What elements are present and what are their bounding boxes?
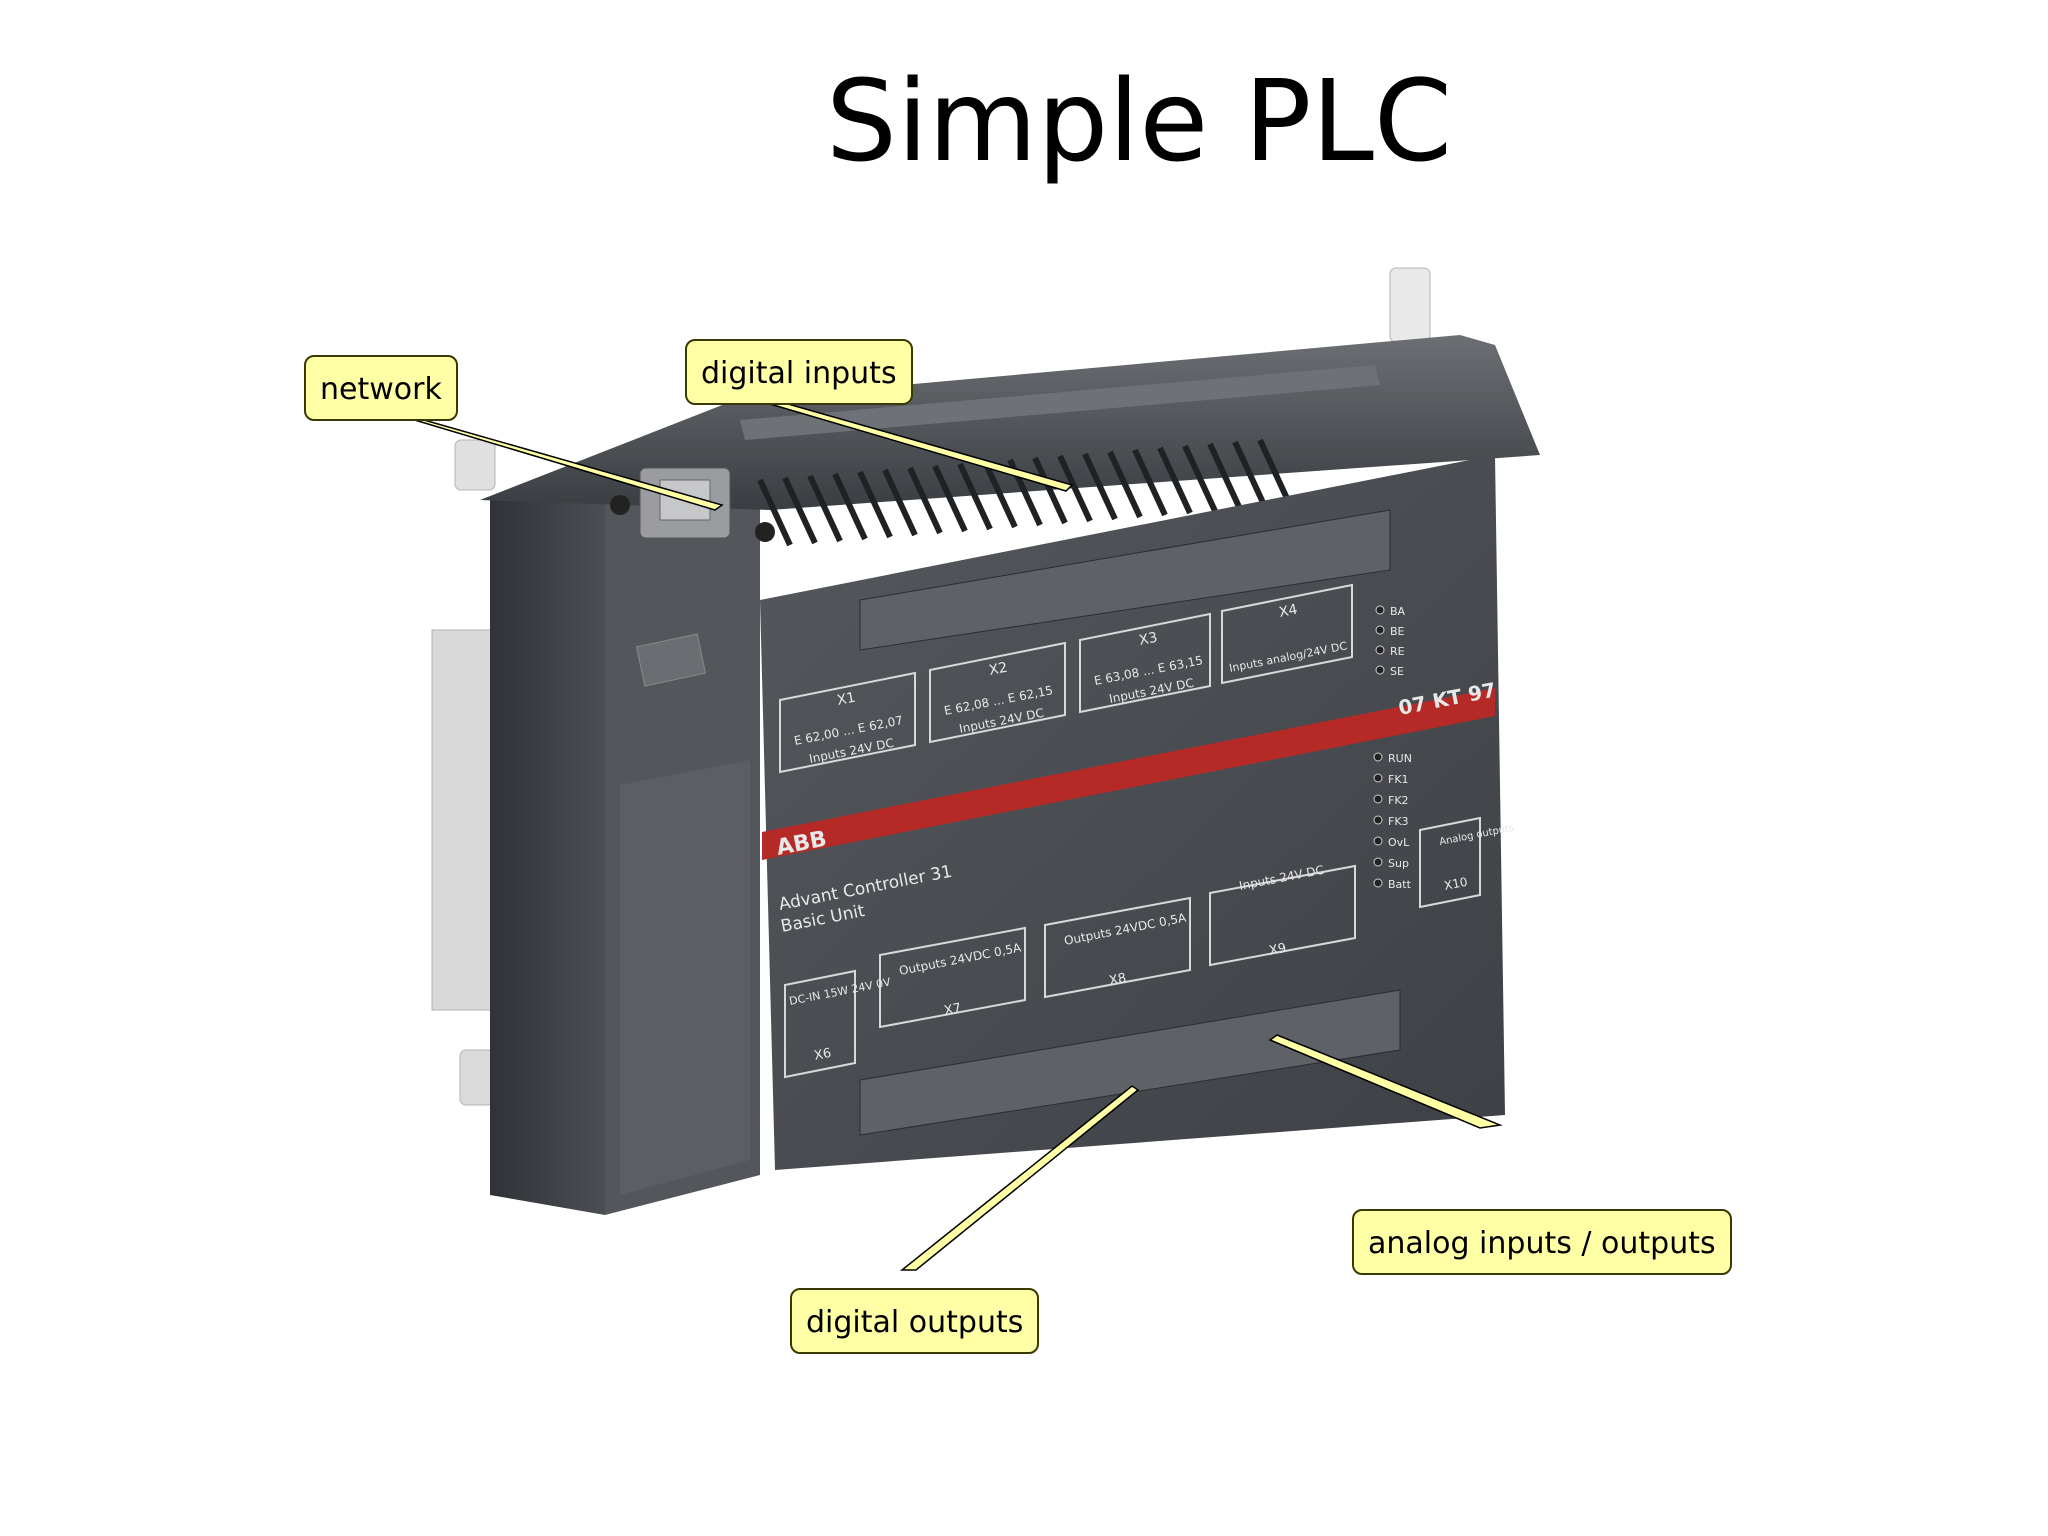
led-label: BE	[1390, 625, 1405, 638]
led-indicator	[1373, 815, 1383, 825]
led-label: RUN	[1388, 752, 1412, 765]
callout-network: network	[304, 355, 458, 421]
connector-x7	[879, 926, 1026, 1029]
callout-analog-io: analog inputs / outputs	[1352, 1209, 1732, 1275]
x3-label: X3	[1138, 630, 1159, 649]
x7-label: X7	[943, 1001, 963, 1019]
led-label: FK1	[1388, 773, 1409, 786]
led-label: FK3	[1388, 815, 1409, 828]
led-label: RE	[1390, 645, 1405, 658]
connector-x4	[1221, 583, 1353, 685]
led-label: BA	[1390, 605, 1406, 618]
led-label: FK2	[1388, 794, 1409, 807]
leader-lines	[407, 403, 1503, 1271]
x2-label: X2	[988, 660, 1009, 679]
connector-x2	[929, 641, 1066, 744]
housing-side	[490, 455, 605, 1215]
top-terminal-strip	[740, 365, 1380, 440]
led-label: Sup	[1388, 857, 1409, 870]
x6-label: X6	[813, 1046, 833, 1064]
led-label: OvL	[1388, 836, 1410, 849]
connector-x6	[784, 969, 856, 1079]
leader-analog-io	[1268, 1034, 1503, 1129]
callout-digital-inputs: digital inputs	[685, 339, 913, 405]
led-indicator	[1375, 665, 1385, 675]
callout-digital-outputs: digital outputs	[790, 1288, 1040, 1354]
ventilation-fins	[757, 438, 1293, 547]
mounting-clips	[431, 267, 1431, 1106]
x1-label: X1	[836, 690, 857, 709]
battery-door	[635, 633, 707, 687]
x8-label: X8	[1108, 971, 1128, 989]
led-indicator	[1373, 773, 1383, 783]
led-label: SE	[1390, 665, 1404, 678]
led-indicator	[1373, 857, 1383, 867]
led-indicator	[1373, 836, 1383, 846]
led-indicator	[1373, 794, 1383, 804]
led-label: Batt	[1388, 878, 1412, 891]
connector-x3	[1079, 612, 1211, 714]
upper-terminal-block	[859, 509, 1391, 651]
led-indicator	[1375, 625, 1385, 635]
connector-x8	[1044, 896, 1191, 999]
red-stripe	[762, 688, 1495, 860]
lower-terminal-block	[859, 989, 1401, 1136]
x4-label: X4	[1278, 602, 1299, 621]
slide-title: Simple PLC	[825, 57, 1453, 187]
connector-x10	[1419, 816, 1481, 909]
x10-label: X10	[1443, 875, 1469, 893]
warning-panel	[620, 760, 750, 1195]
led-indicator	[1375, 645, 1385, 655]
led-indicator	[1375, 605, 1385, 615]
x9-label: X9	[1268, 941, 1288, 959]
leader-digital-outputs	[899, 1085, 1140, 1271]
led-column-top: BA BE RE SE	[1375, 605, 1406, 678]
led-indicator	[1373, 752, 1383, 762]
led-indicator	[1373, 878, 1383, 888]
connector-x1	[779, 671, 916, 774]
connector-x9	[1209, 864, 1356, 967]
